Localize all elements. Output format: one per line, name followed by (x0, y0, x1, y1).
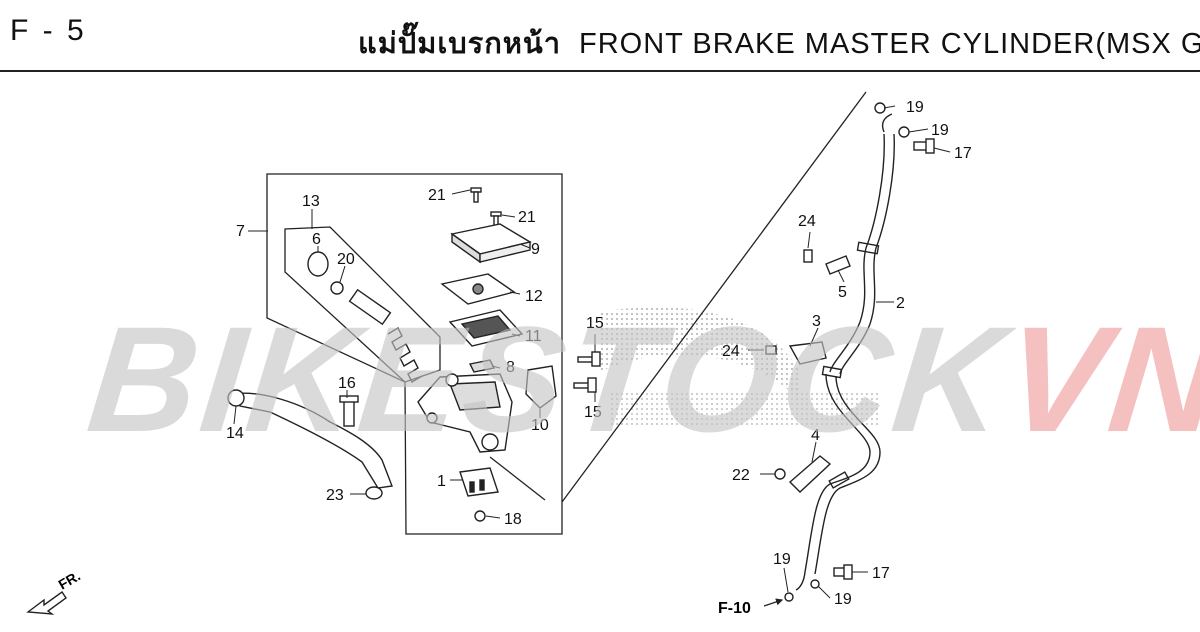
leader-lines (233, 105, 951, 599)
washer-19-b (898, 126, 910, 138)
bolt-17-b (833, 564, 853, 580)
callout-12[interactable]: 12 (525, 288, 543, 305)
callout-17-b[interactable]: 17 (872, 565, 890, 582)
callout-20[interactable]: 20 (337, 251, 355, 268)
callout-5[interactable]: 5 (838, 284, 847, 301)
spring (387, 327, 423, 383)
callout-21-a[interactable]: 21 (428, 187, 446, 204)
washer-19-c (784, 592, 794, 602)
f10-reference[interactable]: F-10 (718, 600, 751, 617)
honda-logo-dots (600, 307, 880, 426)
hose-2-upper (829, 133, 885, 373)
callout-23[interactable]: 23 (326, 487, 344, 504)
nut-23 (365, 486, 383, 500)
hose-2-lower (804, 373, 871, 573)
callout-6[interactable]: 6 (312, 231, 321, 248)
callout-13[interactable]: 13 (302, 193, 320, 210)
callout-19-d[interactable]: 19 (834, 591, 852, 608)
callout-21-b[interactable]: 21 (518, 209, 536, 226)
fr-arrow-icon (26, 591, 67, 615)
circlip-20 (330, 281, 344, 295)
callout-4[interactable]: 4 (811, 427, 820, 444)
callout-2[interactable]: 2 (896, 295, 905, 312)
callout-8[interactable]: 8 (506, 359, 515, 376)
page-header: F - 5 แม่ปั๊มเบรกหน้า FRONT BRAKE MASTER … (0, 0, 1200, 72)
callout-19-c[interactable]: 19 (773, 551, 791, 568)
washer-19-a (874, 102, 886, 114)
brake-lever-14 (230, 392, 393, 489)
washer-19-d (810, 579, 820, 589)
clamp-5 (825, 255, 851, 275)
callout-19-a[interactable]: 19 (906, 99, 924, 116)
callout-16[interactable]: 16 (338, 375, 356, 392)
box-7 (266, 173, 563, 535)
callout-24-b[interactable]: 24 (722, 343, 740, 360)
callouts: 1 2 3 4 5 6 7 8 9 10 11 12 13 14 15 15 1… (226, 99, 972, 608)
brake-hoses (795, 113, 895, 591)
page-code: F - 5 (10, 14, 87, 47)
parts-diagram: BIKESTOCKVN (0, 72, 1200, 627)
callout-19-b[interactable]: 19 (931, 122, 949, 139)
callout-15-b[interactable]: 15 (584, 404, 602, 421)
title-thai: แม่ปั๊มเบรกหน้า (358, 28, 562, 60)
group-boxes (266, 91, 867, 535)
bolt-15-b (573, 377, 597, 393)
page-title: แม่ปั๊มเบรกหน้า FRONT BRAKE MASTER CYLIND… (358, 20, 1200, 66)
exploded-view: 1 2 3 4 5 6 7 8 9 10 11 12 13 14 15 15 1… (26, 91, 972, 617)
callout-18[interactable]: 18 (504, 511, 522, 528)
callout-9[interactable]: 9 (531, 241, 540, 258)
boot-6 (307, 251, 329, 277)
callout-3[interactable]: 3 (812, 313, 821, 330)
callout-17-a[interactable]: 17 (954, 145, 972, 162)
box-13 (284, 226, 441, 383)
bolt-17-a (913, 138, 935, 154)
bolt-24-b (765, 345, 777, 355)
callout-7[interactable]: 7 (236, 223, 245, 240)
nut-22 (774, 468, 786, 480)
callout-15-a[interactable]: 15 (586, 315, 604, 332)
piston (348, 288, 392, 326)
callout-11[interactable]: 11 (525, 328, 542, 345)
bracket-4 (788, 455, 832, 493)
screw-18 (474, 510, 486, 522)
fr-direction: FR. (26, 567, 84, 615)
callout-10[interactable]: 10 (531, 417, 549, 434)
fr-label: FR. (56, 567, 84, 592)
hose-fittings (765, 102, 935, 602)
bolt-15-a (577, 351, 601, 367)
callout-14[interactable]: 14 (226, 425, 244, 442)
clamp-3 (788, 341, 827, 365)
bolt-24-a (803, 249, 813, 263)
screw-21-a (470, 187, 482, 203)
switch-1 (459, 467, 499, 497)
pivot-bolt-16 (343, 399, 355, 427)
clip-8 (468, 359, 496, 373)
title-english: FRONT BRAKE MASTER CYLINDER(MSX GRO (579, 28, 1200, 60)
callout-22[interactable]: 22 (732, 467, 750, 484)
holder-10 (525, 365, 557, 409)
callout-1[interactable]: 1 (437, 473, 446, 490)
master-cylinder-parts (227, 187, 601, 522)
callout-24-a[interactable]: 24 (798, 213, 816, 230)
